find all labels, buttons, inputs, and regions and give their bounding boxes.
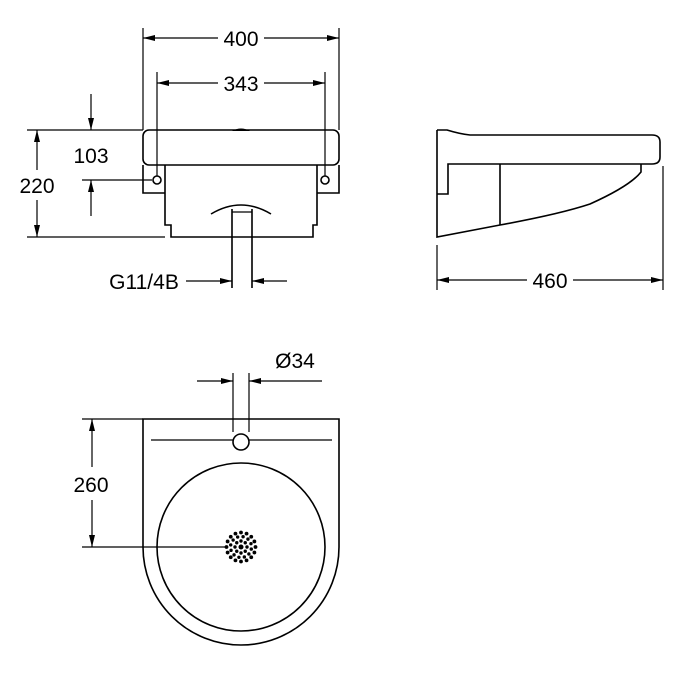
drain-dot xyxy=(228,555,233,560)
dimension-height-holes: 103 xyxy=(73,145,108,168)
drain-dot xyxy=(249,547,253,551)
side-view: 460 xyxy=(436,129,664,293)
waste-cover xyxy=(210,204,272,215)
drain-dot xyxy=(224,545,229,549)
drain-dot xyxy=(252,539,257,544)
drain-dot xyxy=(229,543,233,547)
mounting-hole-right xyxy=(320,175,330,185)
drain-dot xyxy=(249,555,254,560)
drain-dot xyxy=(238,544,244,550)
drain-dot xyxy=(233,545,237,549)
side-rim xyxy=(437,129,661,195)
side-bowl xyxy=(436,130,642,238)
mounting-ears xyxy=(142,165,340,194)
drain-dot xyxy=(243,549,247,553)
basin-outline xyxy=(142,418,340,646)
drain-dot xyxy=(235,541,239,545)
drain-dot xyxy=(246,537,250,541)
drain-dot xyxy=(252,550,257,555)
drain-dot xyxy=(239,530,243,535)
mounting-hole-left xyxy=(152,175,162,185)
drain-dot xyxy=(245,545,249,549)
tap-hole-diameter: Ø34 xyxy=(275,350,315,373)
drain-dot xyxy=(235,549,239,553)
drain-dot xyxy=(237,555,241,559)
tap-hole xyxy=(232,433,250,451)
waste-thread-label: G11/4B xyxy=(109,271,179,294)
front-view: 400 343 220 103 G11/4B xyxy=(19,28,340,294)
drain-dot xyxy=(239,559,243,564)
dimension-width-overall: 400 xyxy=(223,28,258,51)
dimension-depth-to-drain: 260 xyxy=(73,474,108,497)
dimension-depth-overall: 460 xyxy=(532,270,567,293)
drain-dot xyxy=(233,558,238,563)
basin-body xyxy=(164,165,318,238)
drain-dot xyxy=(225,539,230,544)
drain-dot xyxy=(244,558,249,563)
drain-dot xyxy=(231,538,235,542)
tap-boss xyxy=(232,128,250,131)
drain-dot xyxy=(247,552,251,556)
drain-dot xyxy=(242,555,247,559)
drain-dot xyxy=(239,539,243,543)
drain-dot xyxy=(232,553,236,557)
drain-dot xyxy=(229,548,233,553)
drain-dot xyxy=(233,531,238,536)
drain-dot xyxy=(225,550,230,555)
drain-dot xyxy=(249,534,254,539)
drain-dot xyxy=(241,535,245,539)
drain-dot xyxy=(243,541,247,545)
drain-dot xyxy=(253,545,258,549)
plan-view: Ø34 260 xyxy=(73,350,340,646)
drain-dot xyxy=(228,534,233,539)
drain-dot xyxy=(235,535,240,539)
waste-pipe xyxy=(231,209,253,288)
drain-dot xyxy=(249,541,253,546)
drain-dot xyxy=(239,551,243,555)
dimension-height-overall: 220 xyxy=(19,175,54,198)
dimension-width-holes: 343 xyxy=(223,73,258,96)
drain-grate-icon xyxy=(224,530,258,564)
drain-dot xyxy=(244,531,249,536)
basin-rim xyxy=(142,129,340,166)
